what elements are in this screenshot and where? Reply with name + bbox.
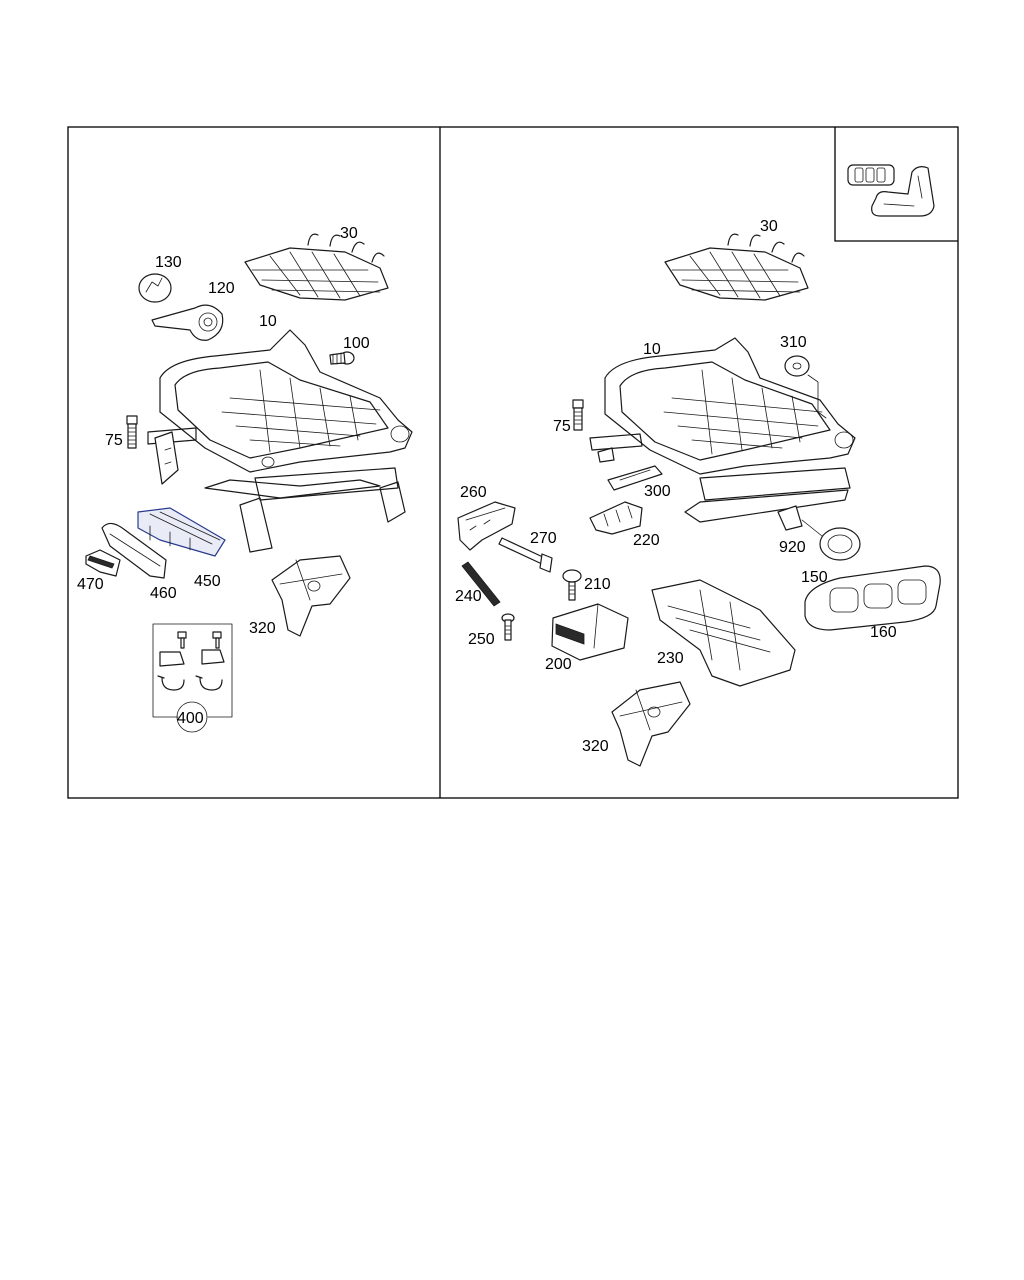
callout-right-230: 230	[657, 650, 684, 667]
trim-460	[101, 522, 167, 579]
callout-left-470: 470	[77, 576, 104, 593]
callout-left-320: 320	[249, 620, 276, 637]
lever-handle-120	[151, 304, 224, 341]
callout-right-300: 300	[644, 483, 671, 500]
callout-right-160: 160	[870, 624, 897, 641]
clamp-220	[589, 501, 643, 535]
callout-left-30: 30	[340, 225, 358, 242]
callout-left-460: 460	[150, 585, 177, 602]
callout-left-400: 400	[177, 710, 204, 727]
callout-right-260: 260	[460, 484, 487, 501]
callout-left-100: 100	[343, 335, 370, 352]
housing-230	[651, 579, 796, 687]
callout-left-450: 450	[194, 573, 221, 590]
callout-right-220: 220	[633, 532, 660, 549]
callout-right-30: 30	[760, 218, 778, 235]
callout-right-150: 150	[801, 569, 828, 586]
switch-920	[777, 505, 861, 561]
callout-right-250: 250	[468, 631, 495, 648]
rail-300	[607, 465, 663, 491]
callout-left-75: 75	[105, 432, 123, 449]
knob-disc-130	[138, 273, 172, 303]
callout-right-200: 200	[545, 656, 572, 673]
bolt-75-left	[126, 415, 138, 449]
callout-right-210: 210	[584, 576, 611, 593]
callout-right-10: 10	[643, 341, 661, 358]
callout-right-310: 310	[780, 334, 807, 351]
bracket-320-left	[271, 555, 351, 637]
callout-left-10: 10	[259, 313, 277, 330]
seat-frame-10-left	[147, 329, 413, 553]
callout-right-270: 270	[530, 530, 557, 547]
kit-box-400	[152, 623, 233, 733]
diagram-frame	[67, 126, 959, 799]
callout-right-320: 320	[582, 738, 609, 755]
trim-470	[85, 549, 121, 577]
strip-240	[461, 561, 501, 607]
bolt-75-right	[572, 399, 584, 431]
callout-left-130: 130	[155, 254, 182, 271]
control-module-200	[551, 603, 629, 661]
seat-switch-icon	[847, 164, 935, 217]
bracket-320-right	[611, 681, 691, 767]
callout-right-920: 920	[779, 539, 806, 556]
callout-left-120: 120	[208, 280, 235, 297]
screw-210	[562, 569, 582, 601]
spring-mat-30	[244, 233, 389, 301]
inset-switch-panel	[834, 127, 958, 242]
washer-310	[784, 355, 827, 419]
screw-250	[501, 613, 515, 641]
callout-right-240: 240	[455, 588, 482, 605]
callout-right-75: 75	[553, 418, 571, 435]
cover-450	[137, 507, 226, 557]
screw-100	[329, 351, 355, 365]
bolt-270	[498, 537, 553, 573]
spring-mat-30-right	[664, 233, 809, 301]
trim-panel-160	[804, 565, 941, 631]
seat-frame-10-right	[589, 337, 856, 523]
actuator-260	[457, 501, 516, 551]
